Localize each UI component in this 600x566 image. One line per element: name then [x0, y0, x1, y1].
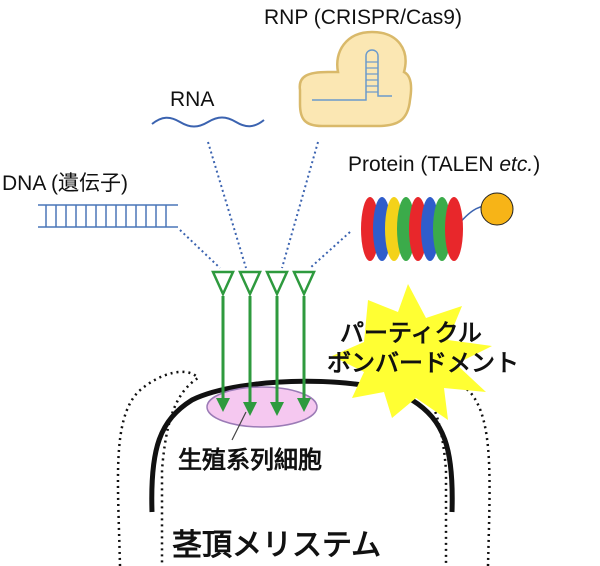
protein-label: Protein (TALEN etc.) [348, 153, 540, 177]
particle-arrow [292, 270, 316, 412]
delivery-dotted-lines [179, 141, 351, 269]
germ-cell-pointer [231, 411, 247, 441]
explosion-burst [332, 284, 492, 420]
germ-cells-label: 生殖系列細胞 [178, 447, 322, 474]
particle-arrow [211, 270, 235, 412]
particle-bombardment-label-line1: パーティクル [340, 320, 482, 347]
protein-label-prefix: Protein (TALEN [348, 153, 500, 176]
talen-protein-icon [361, 192, 514, 261]
dna-label: DNA (遺伝子) [2, 172, 128, 195]
protein-ball-icon [480, 192, 514, 226]
rnp-label: RNP (CRISPR/Cas9) [264, 6, 462, 29]
protein-label-etc: etc. [499, 153, 534, 176]
germ-cell-region [206, 386, 318, 428]
particle-arrow [265, 270, 289, 416]
particle-arrow [238, 270, 262, 416]
particle-arrows [211, 270, 316, 416]
protein-label-suffix: ) [533, 153, 541, 176]
rna-strand-icon [151, 116, 265, 128]
rna-label: RNA [170, 88, 215, 111]
particle-bombardment-label-line2: ボンバードメント [327, 350, 519, 377]
dna-ladder-icon [38, 204, 178, 228]
shoot-apical-meristem-label: 茎頂メリステム [172, 529, 382, 562]
rnp-complex-icon [298, 30, 413, 128]
